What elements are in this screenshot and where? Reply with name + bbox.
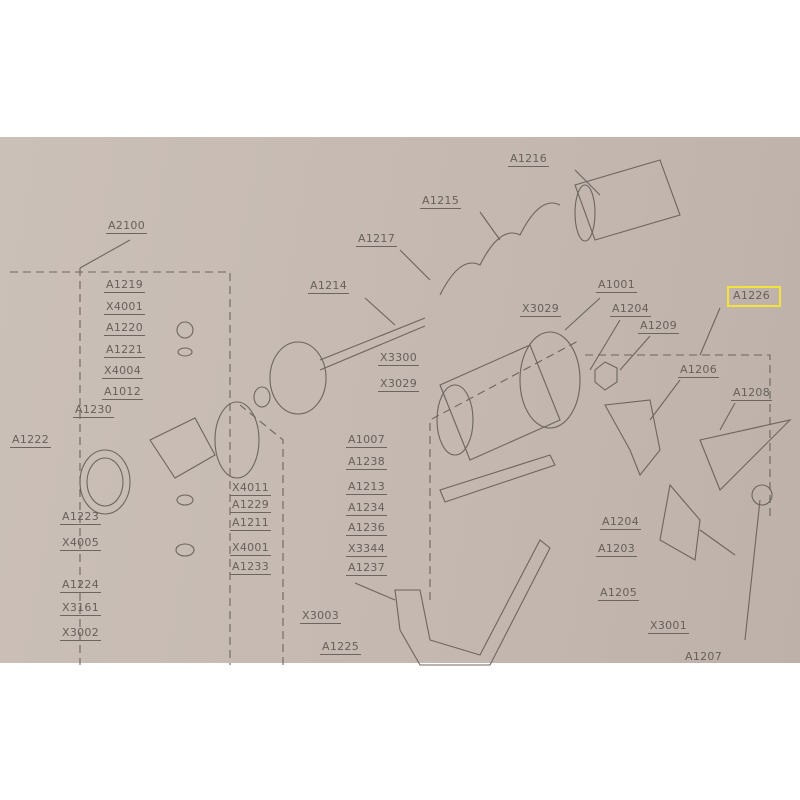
a1226-boundary bbox=[585, 354, 771, 520]
label-a1223: A1223 bbox=[60, 510, 102, 525]
a1215-spring bbox=[439, 202, 561, 296]
label-a1219: A1219 bbox=[104, 278, 146, 293]
a2100-boundary bbox=[10, 271, 231, 665]
label-x3001: X3001 bbox=[648, 619, 690, 634]
a1206-blade bbox=[604, 399, 661, 477]
label-a1230: A1230 bbox=[73, 403, 115, 418]
label-a1007: A1007 bbox=[346, 433, 388, 448]
label-a1207: A1207 bbox=[685, 650, 723, 663]
parts-diagram-sheet bbox=[0, 137, 800, 663]
label-a1236: A1236 bbox=[346, 521, 388, 536]
label-x3003: X3003 bbox=[300, 609, 342, 624]
a1213-boundary bbox=[239, 404, 284, 665]
label-a1226: A1226 bbox=[733, 289, 771, 302]
a1205-part bbox=[659, 483, 701, 561]
label-a1222: A1222 bbox=[10, 433, 52, 448]
label-a1208: A1208 bbox=[731, 386, 773, 401]
label-a1012: A1012 bbox=[102, 385, 144, 400]
label-a1234: A1234 bbox=[346, 501, 388, 516]
label-a1238: A1238 bbox=[346, 455, 388, 470]
a1216-cover bbox=[574, 159, 681, 241]
label-a1237: A1237 bbox=[346, 561, 388, 576]
x4011-oring bbox=[214, 401, 260, 479]
leader-lines bbox=[79, 169, 761, 641]
label-a1225: A1225 bbox=[320, 640, 362, 655]
label-x4001: X4001 bbox=[104, 300, 146, 315]
label-a1205: A1205 bbox=[598, 586, 640, 601]
label-x3029: X3029 bbox=[520, 302, 562, 317]
label-a1216: A1216 bbox=[508, 152, 550, 167]
label-x3029-2: X3029 bbox=[378, 377, 420, 392]
label-a1229: A1229 bbox=[230, 498, 272, 513]
a1238-plate bbox=[439, 454, 556, 503]
label-x3002: X3002 bbox=[60, 626, 102, 641]
label-a1206: A1206 bbox=[678, 363, 720, 378]
label-a1220: A1220 bbox=[104, 321, 146, 336]
label-a1204: A1204 bbox=[610, 302, 652, 317]
label-x4004: X4004 bbox=[102, 364, 144, 379]
label-a1211: A1211 bbox=[230, 516, 272, 531]
label-a1204-2: A1204 bbox=[600, 515, 642, 530]
label-a1203: A1203 bbox=[596, 542, 638, 557]
label-x4011: X4011 bbox=[230, 481, 272, 496]
x3003-pin bbox=[354, 582, 396, 601]
a1007-piston bbox=[269, 341, 327, 415]
label-a1221: A1221 bbox=[104, 343, 146, 358]
a1207-knob bbox=[751, 484, 773, 506]
label-a1215: A1215 bbox=[420, 194, 462, 209]
label-a1214: A1214 bbox=[308, 279, 350, 294]
label-x4001-2: X4001 bbox=[230, 541, 272, 556]
label-x3161: X3161 bbox=[60, 601, 102, 616]
center-boundary bbox=[429, 339, 581, 600]
a1225-lever bbox=[394, 539, 551, 666]
label-a1213: A1213 bbox=[346, 480, 388, 495]
label-a1209: A1209 bbox=[638, 319, 680, 334]
label-a1233: A1233 bbox=[230, 560, 272, 575]
a1219-cap bbox=[176, 321, 194, 339]
a1222-ring bbox=[79, 449, 131, 515]
parts bbox=[79, 159, 792, 666]
label-a1001: A1001 bbox=[596, 278, 638, 293]
a1012-valve-body bbox=[149, 417, 216, 479]
label-x3300: X3300 bbox=[378, 351, 420, 366]
a1208-blade bbox=[699, 419, 792, 491]
label-x3344: X3344 bbox=[346, 542, 388, 557]
label-a1217: A1217 bbox=[356, 232, 398, 247]
x3001-screw bbox=[699, 529, 736, 556]
highlight-box bbox=[727, 286, 781, 307]
label-x4005: X4005 bbox=[60, 536, 102, 551]
label-a1224: A1224 bbox=[60, 578, 102, 593]
a1001-cylinder bbox=[439, 344, 561, 461]
label-a2100: A2100 bbox=[106, 219, 148, 234]
a1214-rod bbox=[319, 317, 426, 361]
a1209-nut bbox=[594, 361, 618, 391]
